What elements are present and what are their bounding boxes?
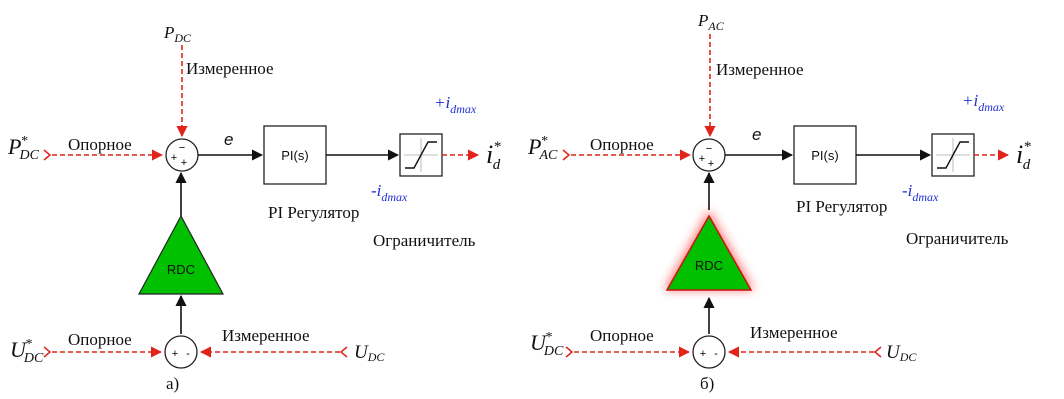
voltage-measured-symbol: UDC	[886, 342, 917, 364]
svg-text:−: −	[179, 142, 185, 154]
voltage-reference-symbol: U*DC	[530, 330, 564, 359]
voltage-reference-symbol: U*DC	[10, 337, 44, 366]
power-reference-symbol: P*AC	[527, 134, 558, 163]
rdc-gain-block	[665, 214, 753, 291]
power-measured-symbol: PDC	[163, 23, 192, 45]
power-reference-label: Опорное	[68, 135, 132, 154]
power-reference-label: Опорное	[590, 135, 654, 154]
voltage-measured-label: Измеренное	[750, 323, 838, 342]
svg-text:-: -	[186, 348, 190, 360]
summing-junction-icon: − + +	[692, 138, 726, 172]
pi-controller-block	[263, 125, 327, 185]
voltage-measured-symbol: UDC	[354, 342, 385, 364]
pi-controller-block	[793, 125, 857, 185]
caption-b: б)	[700, 374, 714, 393]
voltage-measured-label: Измеренное	[222, 326, 310, 345]
limit-lower-label: -idmax	[371, 181, 408, 204]
voltage-reference-label: Опорное	[68, 330, 132, 349]
rdc-gain-label: RDC	[695, 258, 723, 273]
open-arrow-icon	[43, 149, 52, 161]
limit-upper-label: +idmax	[962, 91, 1005, 114]
limit-upper-label: +idmax	[434, 93, 477, 116]
svg-text:+: +	[699, 153, 705, 165]
open-arrow-icon	[565, 346, 574, 358]
caption-a: а)	[166, 374, 179, 393]
svg-text:+: +	[181, 157, 187, 169]
open-arrow-icon	[562, 149, 571, 161]
svg-text:-: -	[714, 348, 718, 360]
limiter-label: Ограничитель	[373, 231, 476, 250]
power-measured-symbol: PAC	[697, 11, 725, 33]
svg-text:−: −	[706, 143, 712, 155]
diagram-a: PDC Измеренное P*DC Опорное − + + e PI(s…	[7, 23, 501, 393]
rdc-gain-label: RDC	[167, 262, 195, 277]
error-label: e	[752, 125, 761, 144]
summing-junction-icon: − + +	[165, 138, 199, 172]
svg-text:+: +	[172, 348, 178, 360]
summing-junction-icon: + -	[164, 335, 198, 369]
pi-block-label: PI(s)	[281, 148, 308, 163]
pi-regulator-label: PI Регулятор	[796, 197, 887, 216]
power-reference-symbol: P*DC	[7, 134, 40, 163]
saturation-icon	[399, 133, 443, 177]
power-measured-label: Измеренное	[186, 59, 274, 78]
error-label: e	[224, 130, 233, 149]
output-symbol: i*d	[1016, 139, 1031, 173]
open-arrow-icon	[339, 346, 348, 358]
svg-text:+: +	[708, 158, 714, 170]
diagram-b: PAC Измеренное P*AC Опорное − + + e PI(s…	[527, 11, 1031, 393]
svg-text:+: +	[171, 152, 177, 164]
open-arrow-icon	[43, 346, 52, 358]
open-arrow-icon	[873, 346, 882, 358]
svg-text:+: +	[700, 348, 706, 360]
pi-regulator-label: PI Регулятор	[268, 203, 359, 222]
summing-junction-icon: + -	[692, 335, 726, 369]
saturation-icon	[931, 133, 975, 177]
limiter-label: Ограничитель	[906, 229, 1009, 248]
pi-block-label: PI(s)	[811, 148, 838, 163]
output-symbol: i*d	[486, 139, 501, 173]
rdc-gain-block	[137, 214, 225, 295]
limit-lower-label: -idmax	[902, 181, 939, 204]
power-measured-label: Измеренное	[716, 60, 804, 79]
voltage-reference-label: Опорное	[590, 326, 654, 345]
